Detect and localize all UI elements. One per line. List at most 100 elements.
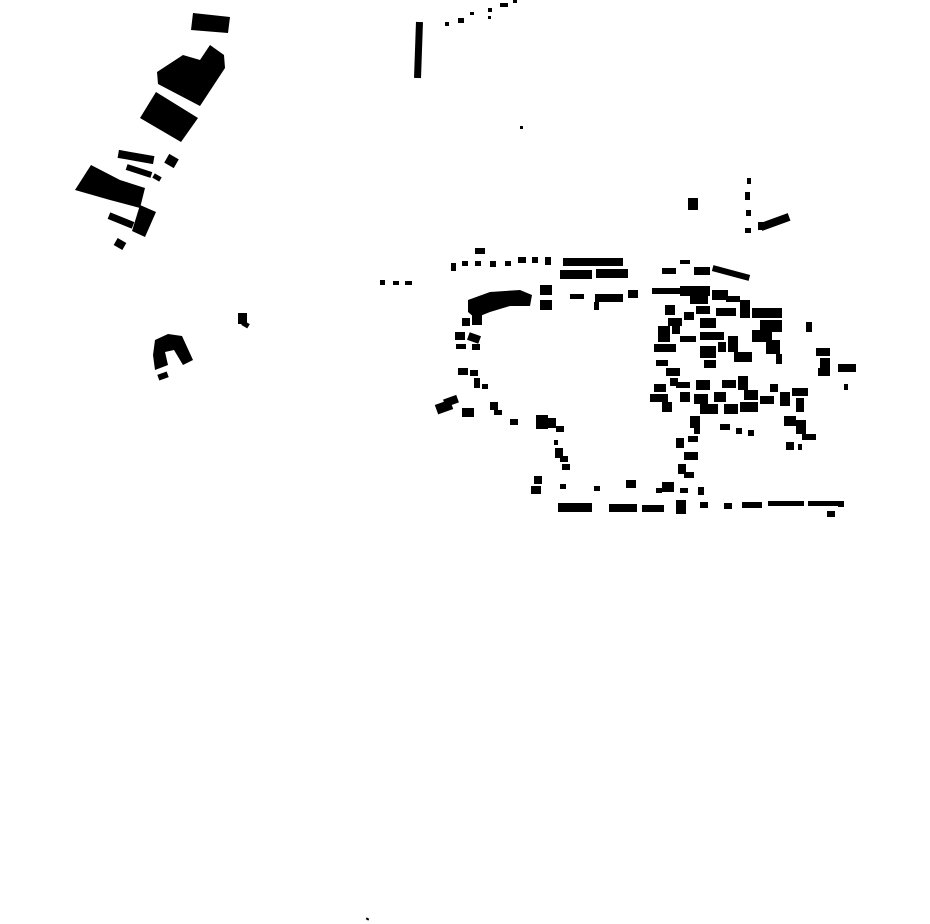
building (688, 436, 698, 442)
building (740, 402, 758, 412)
building (560, 484, 566, 489)
building (818, 368, 830, 376)
building (698, 487, 704, 495)
building (670, 378, 678, 386)
building (714, 392, 726, 402)
building (808, 501, 838, 506)
building (191, 13, 230, 33)
building (445, 22, 449, 26)
building (770, 384, 778, 392)
building (712, 290, 728, 300)
building (107, 212, 135, 229)
building (746, 210, 751, 216)
building (738, 376, 748, 390)
building (742, 502, 762, 508)
building (696, 306, 710, 314)
building (652, 288, 680, 294)
building (393, 281, 399, 285)
building (704, 360, 716, 368)
building (500, 3, 508, 7)
building (690, 416, 700, 428)
building (700, 404, 718, 414)
building (796, 398, 804, 412)
building (676, 500, 686, 514)
building (688, 198, 698, 210)
building (405, 281, 412, 285)
building (556, 426, 564, 432)
building (628, 290, 638, 298)
building (532, 257, 538, 263)
building (766, 340, 780, 354)
building (488, 8, 492, 12)
building (694, 428, 700, 434)
building (494, 410, 502, 415)
building (626, 480, 636, 488)
building (658, 326, 670, 342)
building (662, 268, 676, 274)
building (164, 153, 179, 169)
building (468, 290, 532, 318)
building (656, 488, 662, 493)
building (555, 448, 563, 458)
building (666, 368, 680, 376)
building (662, 482, 674, 492)
building (642, 505, 664, 512)
building (563, 258, 623, 266)
building (740, 300, 750, 318)
building (776, 354, 782, 364)
building (786, 442, 794, 450)
building (768, 501, 804, 506)
building (241, 320, 250, 329)
building (650, 394, 668, 402)
building (724, 503, 732, 509)
building (654, 344, 676, 352)
building (745, 192, 750, 200)
building (560, 270, 592, 279)
building (798, 444, 802, 450)
building (720, 424, 730, 430)
building (490, 261, 496, 267)
building (694, 394, 708, 404)
building (470, 370, 478, 376)
building (745, 228, 751, 233)
building (802, 434, 816, 440)
building (700, 332, 724, 340)
building (443, 394, 459, 408)
building (724, 404, 738, 414)
building (238, 313, 247, 324)
building (716, 308, 736, 316)
building (752, 308, 782, 318)
building (531, 486, 541, 494)
building (816, 348, 830, 356)
building (806, 322, 812, 332)
building (722, 380, 736, 388)
building (759, 213, 791, 231)
building (536, 415, 548, 429)
building (490, 402, 498, 410)
building (752, 330, 762, 342)
building (838, 364, 856, 372)
building (680, 260, 690, 264)
building (609, 504, 637, 512)
building (462, 261, 468, 266)
building (456, 344, 466, 349)
building (676, 382, 690, 388)
building (505, 261, 511, 266)
building (470, 12, 474, 15)
building (680, 392, 690, 402)
building (594, 486, 600, 491)
building (472, 315, 482, 325)
building (780, 392, 790, 406)
building (462, 318, 470, 326)
building (690, 296, 708, 304)
building (595, 294, 623, 302)
building (472, 344, 480, 350)
building (455, 332, 465, 340)
building (474, 378, 480, 388)
building (748, 430, 754, 436)
building (518, 257, 526, 263)
building (744, 390, 758, 400)
building (475, 261, 481, 266)
building (668, 318, 682, 326)
